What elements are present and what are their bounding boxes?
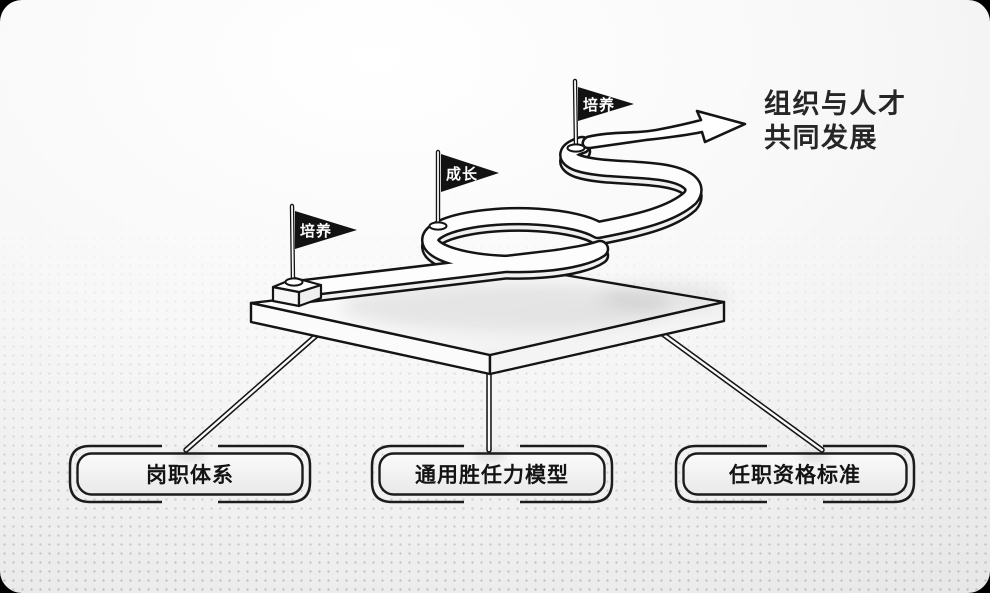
flag-label: 培养 bbox=[300, 222, 332, 240]
flag-icon bbox=[578, 87, 634, 121]
foundation-box-3: 任职资格标准 bbox=[674, 444, 916, 504]
foundation-box-label: 岗职体系 bbox=[146, 463, 234, 487]
goal-text: 组织与人才 共同发展 bbox=[764, 88, 907, 153]
milestone-flag-1: 培养 bbox=[284, 203, 357, 287]
milestone-flag-2: 成长 bbox=[428, 149, 499, 231]
platform-leg-right bbox=[657, 329, 825, 453]
goal-text-line-1: 组织与人才 bbox=[764, 88, 907, 119]
flag-icon bbox=[441, 154, 499, 192]
flag-label: 成长 bbox=[446, 165, 478, 183]
goal-text-line-2: 共同发展 bbox=[764, 122, 878, 153]
foundation-box-2: 通用胜任力模型 bbox=[370, 444, 614, 504]
arrow-icon bbox=[581, 109, 747, 150]
foundation-box-label: 任职资格标准 bbox=[728, 463, 861, 487]
winding-road-path bbox=[286, 135, 703, 305]
foundation-box-label: 通用胜任力模型 bbox=[415, 463, 569, 487]
flag-icon bbox=[295, 211, 357, 249]
milestone-flag-3: 培养 bbox=[566, 78, 634, 153]
foundation-box-1: 岗职体系 bbox=[68, 444, 312, 504]
flag-label: 培养 bbox=[583, 96, 615, 114]
platform-leg-left bbox=[183, 331, 321, 453]
